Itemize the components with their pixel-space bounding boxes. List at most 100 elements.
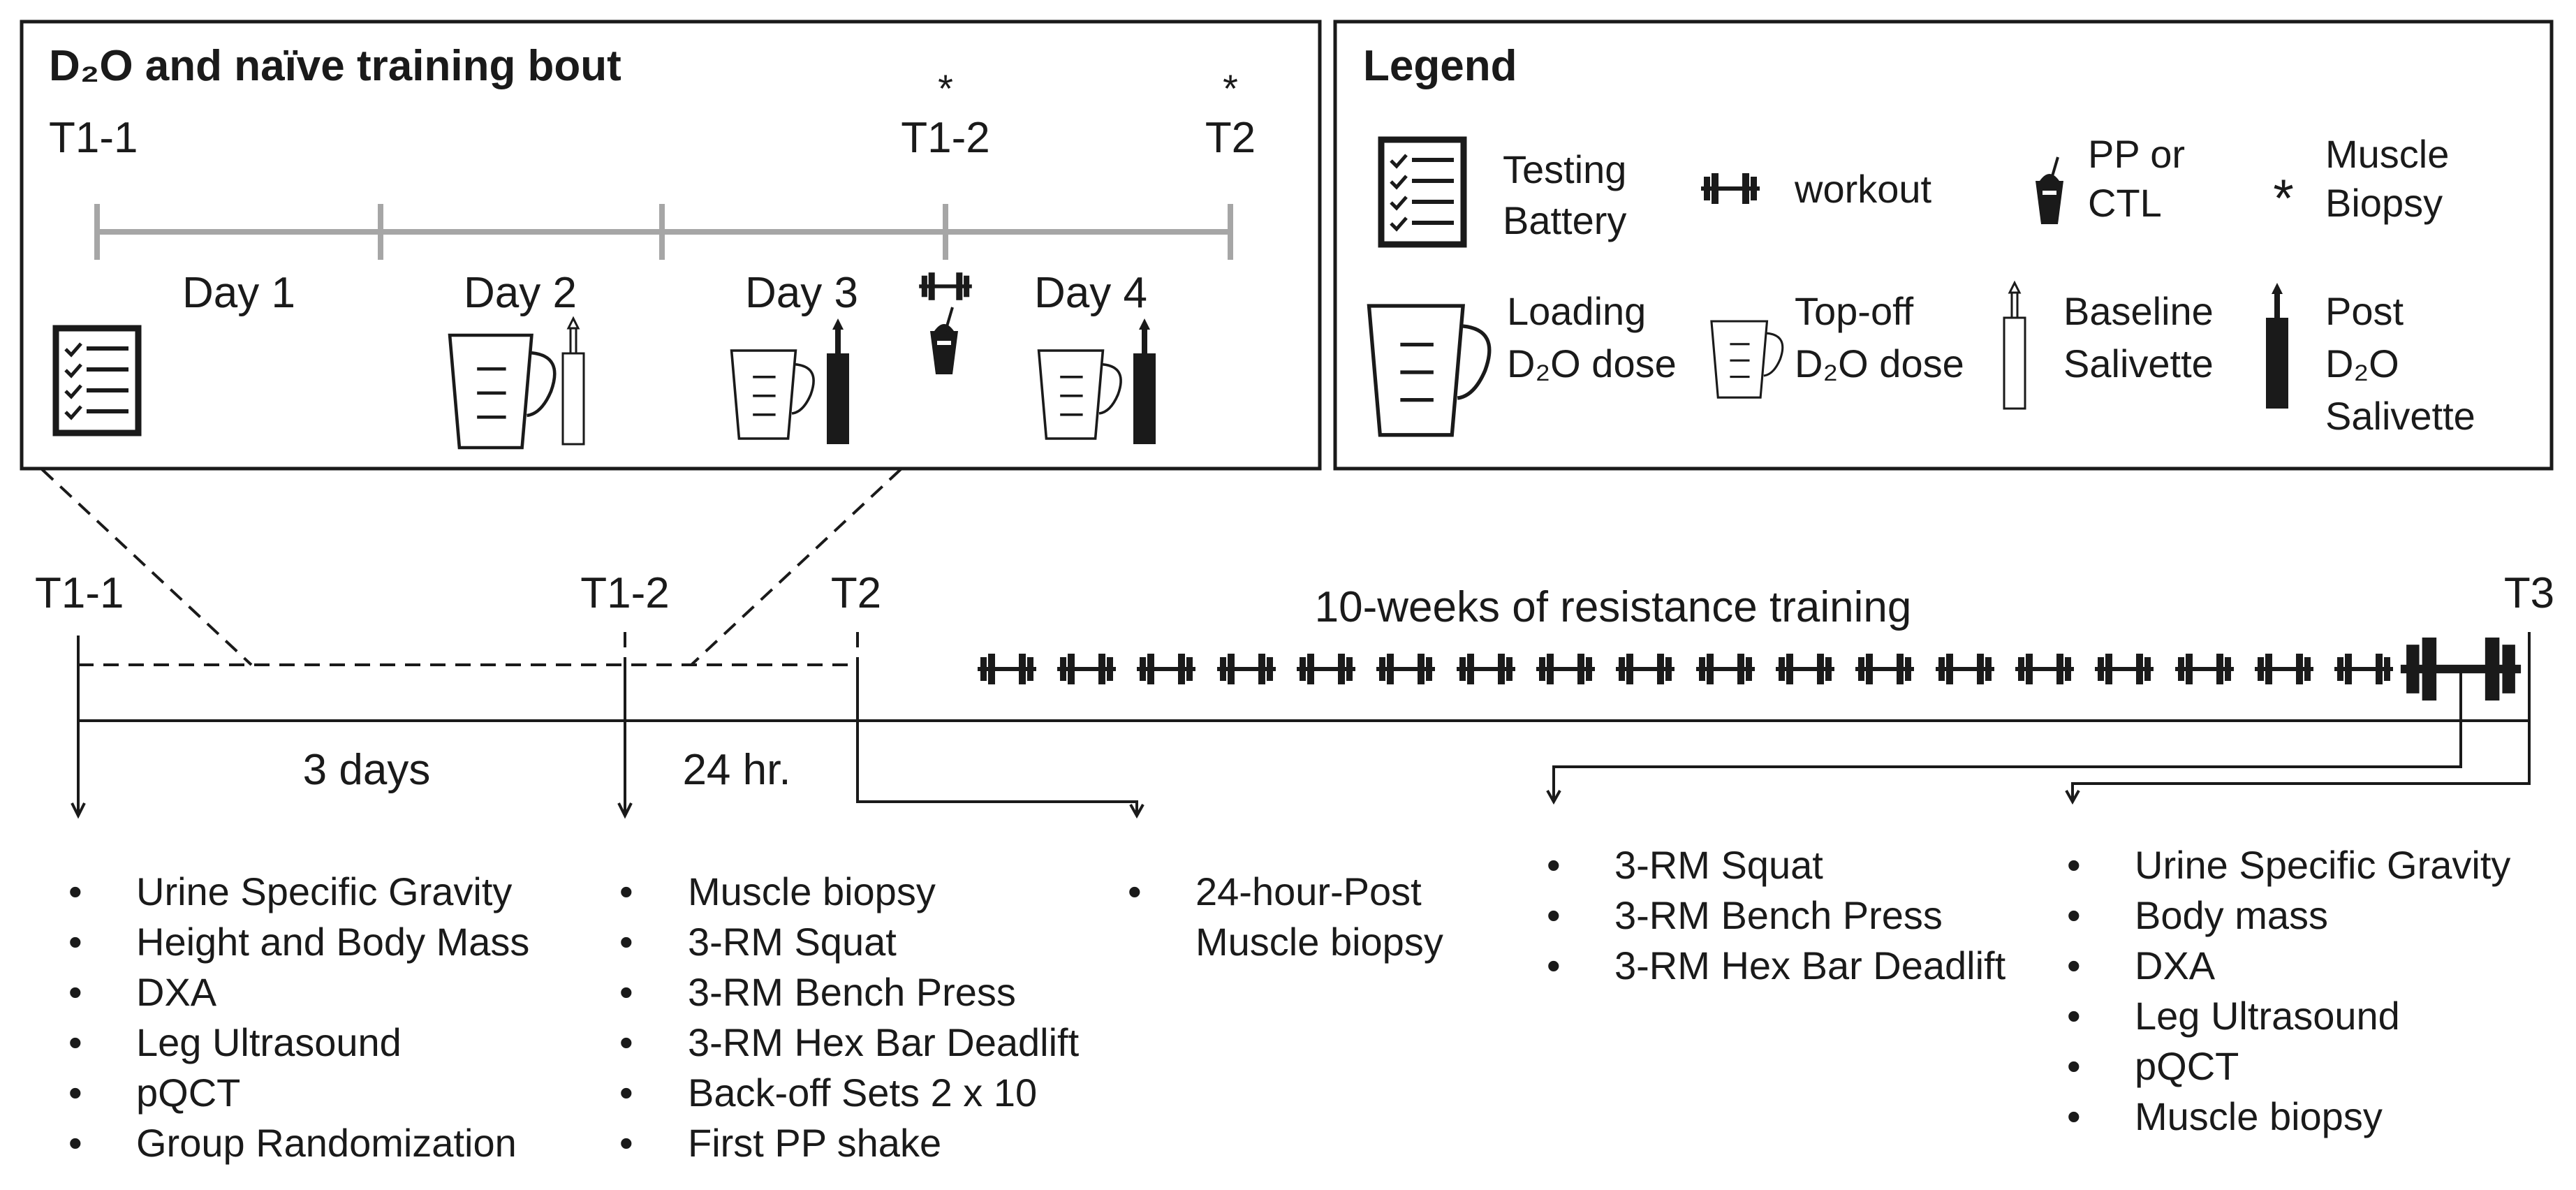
list-bullet: • bbox=[619, 1020, 633, 1064]
legend-workout: workout bbox=[1794, 167, 1932, 211]
dumbbell-icon bbox=[2334, 654, 2393, 684]
list-item: Muscle biopsy bbox=[688, 869, 936, 913]
timeline-label-t12: T1-2 bbox=[580, 569, 669, 617]
list-bullet: • bbox=[68, 970, 82, 1014]
list-bullet: • bbox=[2067, 994, 2081, 1038]
t3-assessment-list: • Urine Specific Gravity • Body mass • D… bbox=[2067, 843, 2510, 1138]
bout-label-t12: T1-2 bbox=[901, 114, 989, 162]
dumbbell-icon bbox=[978, 654, 1036, 684]
measuring-cup-icon bbox=[730, 349, 815, 440]
final-workout-drop-line bbox=[1552, 669, 2462, 802]
list-item: DXA bbox=[2135, 943, 2216, 987]
training-period-label: 10-weeks of resistance training bbox=[1315, 583, 1912, 631]
bout-panel-title: D₂O and naïve training bout bbox=[49, 42, 621, 90]
zoom-line-left bbox=[41, 468, 253, 666]
list-item: Urine Specific Gravity bbox=[136, 869, 512, 913]
list-bullet: • bbox=[2067, 893, 2081, 937]
dumbbell-icon bbox=[2175, 654, 2234, 684]
list-item: Body mass bbox=[2135, 893, 2328, 937]
list-item: 24-hour-Post bbox=[1195, 869, 1422, 913]
list-bullet: • bbox=[2067, 943, 2081, 987]
list-bullet: • bbox=[68, 1121, 82, 1165]
legend-pp-line2: CTL bbox=[2088, 181, 2162, 225]
t2-arrowhead bbox=[1129, 804, 1145, 819]
list-item: 3-RM Squat bbox=[1614, 843, 1823, 887]
list-bullet: • bbox=[619, 1121, 633, 1165]
day-3-label: Day 3 bbox=[745, 269, 858, 317]
t2-assessment-list: • 24-hour-Post Muscle biopsy bbox=[1128, 869, 1443, 964]
list-bullet: • bbox=[68, 1071, 82, 1115]
dumbbell-icon bbox=[1936, 654, 1994, 684]
t3-arrowhead bbox=[2065, 790, 2080, 805]
list-bullet: • bbox=[619, 869, 633, 913]
list-bullet: • bbox=[2067, 843, 2081, 887]
list-item: Muscle biopsy bbox=[1195, 920, 1443, 964]
dumbbell-icon bbox=[2095, 654, 2154, 684]
legend-biopsy-line1: Muscle bbox=[2325, 132, 2449, 176]
legend-pp-line1: PP or bbox=[2088, 132, 2185, 176]
list-item: 3-RM Hex Bar Deadlift bbox=[688, 1020, 1080, 1064]
hr24-label: 24 hr. bbox=[682, 746, 790, 794]
legend-topoff-line1: Top-off bbox=[1795, 289, 1914, 333]
legend-loading-line2: D₂O dose bbox=[1507, 341, 1677, 385]
list-item: Muscle biopsy bbox=[2135, 1094, 2383, 1138]
legend-testing-line2: Battery bbox=[1503, 198, 1626, 242]
list-bullet: • bbox=[619, 1071, 633, 1115]
three-days-label: 3 days bbox=[303, 746, 431, 794]
legend-baseline-line1: Baseline bbox=[2063, 289, 2214, 333]
dumbbell-icon bbox=[1217, 654, 1276, 684]
t11-assessment-list: • Urine Specific Gravity • Height and Bo… bbox=[68, 869, 529, 1165]
legend-panel-frame bbox=[1333, 20, 2554, 471]
measuring-cup-icon bbox=[1710, 320, 1784, 399]
bout-panel-frame bbox=[20, 20, 1322, 471]
list-item: DXA bbox=[136, 970, 217, 1014]
list-bullet: • bbox=[1547, 893, 1561, 937]
legend-post-line3: Salivette bbox=[2325, 394, 2475, 438]
t12-assessment-list: • Muscle biopsy • 3-RM Squat • 3-RM Benc… bbox=[619, 869, 1080, 1165]
dumbbell-icon bbox=[1376, 654, 1435, 684]
t2-drop-line bbox=[856, 665, 1138, 816]
list-item: Leg Ultrasound bbox=[2135, 994, 2400, 1038]
dumbbell-icon bbox=[1297, 654, 1355, 684]
list-bullet: • bbox=[1547, 843, 1561, 887]
dumbbell-icon bbox=[2255, 654, 2313, 684]
biopsy-star-t2: * bbox=[1223, 66, 1238, 110]
list-item: Height and Body Mass bbox=[136, 920, 529, 964]
list-item: pQCT bbox=[2135, 1044, 2239, 1088]
measuring-cup-icon bbox=[1369, 306, 1489, 435]
shake-cup-icon bbox=[2034, 156, 2065, 226]
dumbbell-icon bbox=[1457, 654, 1515, 684]
timeline-label-t2: T2 bbox=[831, 569, 881, 617]
legend-post-line1: Post bbox=[2325, 289, 2404, 333]
list-item: Group Randomization bbox=[136, 1121, 517, 1165]
checklist-icon bbox=[1381, 140, 1464, 244]
dumbbell-icon bbox=[1855, 654, 1914, 684]
t12-arrowhead bbox=[617, 802, 633, 819]
list-bullet: • bbox=[68, 920, 82, 964]
list-item: 3-RM Hex Bar Deadlift bbox=[1614, 943, 2006, 987]
workout-sessions bbox=[978, 637, 2522, 701]
list-bullet: • bbox=[68, 1020, 82, 1064]
list-bullet: • bbox=[1547, 943, 1561, 987]
measuring-cup-icon bbox=[450, 335, 554, 448]
list-item: 3-RM Squat bbox=[688, 920, 897, 964]
midpoint-assessment-list: • 3-RM Squat • 3-RM Bench Press • 3-RM H… bbox=[1547, 843, 2006, 987]
dumbbell-icon bbox=[919, 272, 972, 300]
filled-salivette-icon bbox=[827, 318, 849, 444]
legend-post-line2: D₂O bbox=[2325, 341, 2399, 385]
list-bullet: • bbox=[2067, 1094, 2081, 1138]
dumbbell-icon bbox=[1057, 654, 1116, 684]
day-4-label: Day 4 bbox=[1034, 269, 1147, 317]
t3-drop-line bbox=[2071, 721, 2531, 802]
list-item: 3-RM Bench Press bbox=[688, 970, 1016, 1014]
list-bullet: • bbox=[619, 920, 633, 964]
list-bullet: • bbox=[619, 970, 633, 1014]
dumbbell-icon bbox=[1776, 654, 1834, 684]
legend-title: Legend bbox=[1363, 42, 1517, 90]
list-item: Leg Ultrasound bbox=[136, 1020, 402, 1064]
bout-day-axis bbox=[94, 204, 1233, 260]
timeline-label-t3: T3 bbox=[2504, 569, 2554, 617]
dumbbell-icon bbox=[1701, 173, 1760, 204]
final-workout-arrowhead bbox=[1546, 790, 1561, 805]
